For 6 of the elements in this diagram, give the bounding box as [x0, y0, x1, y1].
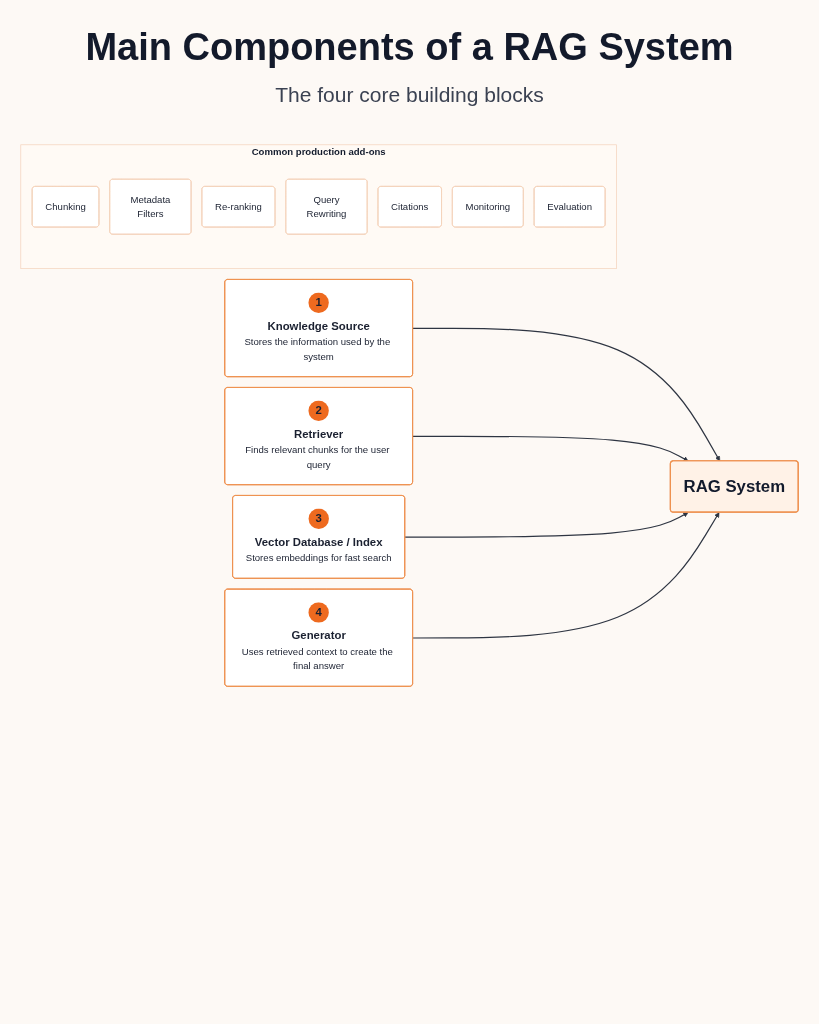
arrow: [412, 327, 721, 462]
arrow: [412, 435, 689, 462]
subtitle: The four core building blocks: [275, 83, 544, 107]
diagram-title: Main Components of a RAG System: [85, 26, 734, 69]
arrow: [412, 512, 720, 639]
arrow: [404, 512, 689, 538]
